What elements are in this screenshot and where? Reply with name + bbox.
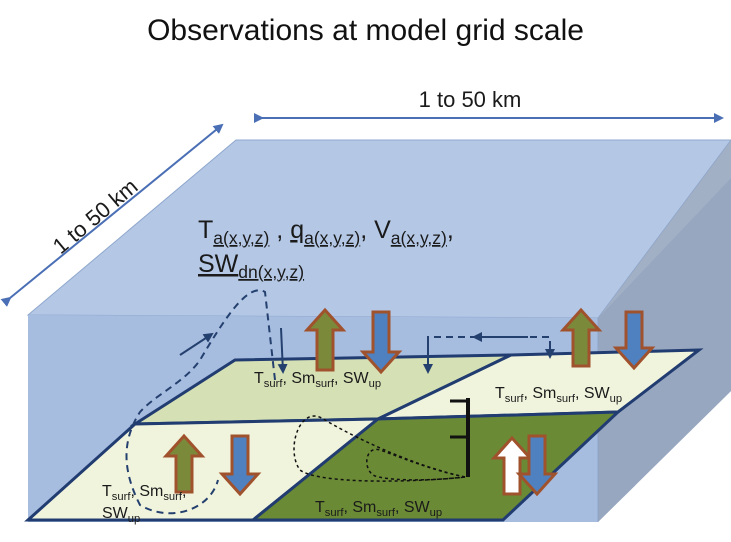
atmos-ta-sub: a(x,y,z) <box>213 228 269 248</box>
flux-up-arrow <box>162 433 206 494</box>
tile-label-front-left-2: SWup <box>102 505 140 525</box>
atmos-line-1: Ta(x,y,z) , qa(x,y,z), Va(x,y,z), <box>198 216 454 248</box>
flux-up-arrow <box>559 307 603 368</box>
tile-label-front-left-1: Tsurf, Smsurf, <box>102 483 186 503</box>
box-side-overlay <box>598 140 731 522</box>
flux-down-arrow <box>612 310 656 371</box>
diagram-title: Observations at model grid scale <box>147 14 584 47</box>
atmos-sw-sub: dn(x,y,z) <box>238 262 304 282</box>
dimension-label-top: 1 to 50 km <box>419 87 522 112</box>
tile-label-back-right: Tsurf, Smsurf, SWup <box>495 385 622 405</box>
measurement-tower <box>450 398 470 477</box>
dimension-arrow-side <box>0 123 224 307</box>
footprint-inner <box>366 448 466 481</box>
atmos-sw: SW <box>198 250 239 278</box>
flux-down-arrow <box>515 434 559 497</box>
flux-down-arrow <box>359 310 403 375</box>
flux-arrows <box>162 307 656 497</box>
tile-label-back-left: Tsurf, Smsurf, SWup <box>254 370 381 390</box>
atmos-q-sub: a(x,y,z) <box>304 228 360 248</box>
tile-front-right <box>248 410 622 522</box>
atmos-ta: T <box>198 216 213 244</box>
flux-up-arrow <box>490 435 534 496</box>
atmos-v: V <box>374 216 391 244</box>
atmos-line-2: SWdn(x,y,z) <box>198 250 304 282</box>
circulation-arrow-down <box>277 327 288 374</box>
atmos-sep-1: , <box>269 216 290 244</box>
atmos-sep-2: , <box>360 216 374 244</box>
atmos-q: q <box>290 216 304 244</box>
flux-up-arrow <box>303 307 347 372</box>
atmos-sep-3: , <box>447 216 454 244</box>
tile-label-front-right: Tsurf, Smsurf, SWup <box>315 499 442 519</box>
atmos-v-sub: a(x,y,z) <box>391 228 447 248</box>
flux-down-arrow <box>218 434 262 497</box>
circulation-loop-left <box>125 289 276 515</box>
circulation-arrow-up <box>179 332 214 356</box>
